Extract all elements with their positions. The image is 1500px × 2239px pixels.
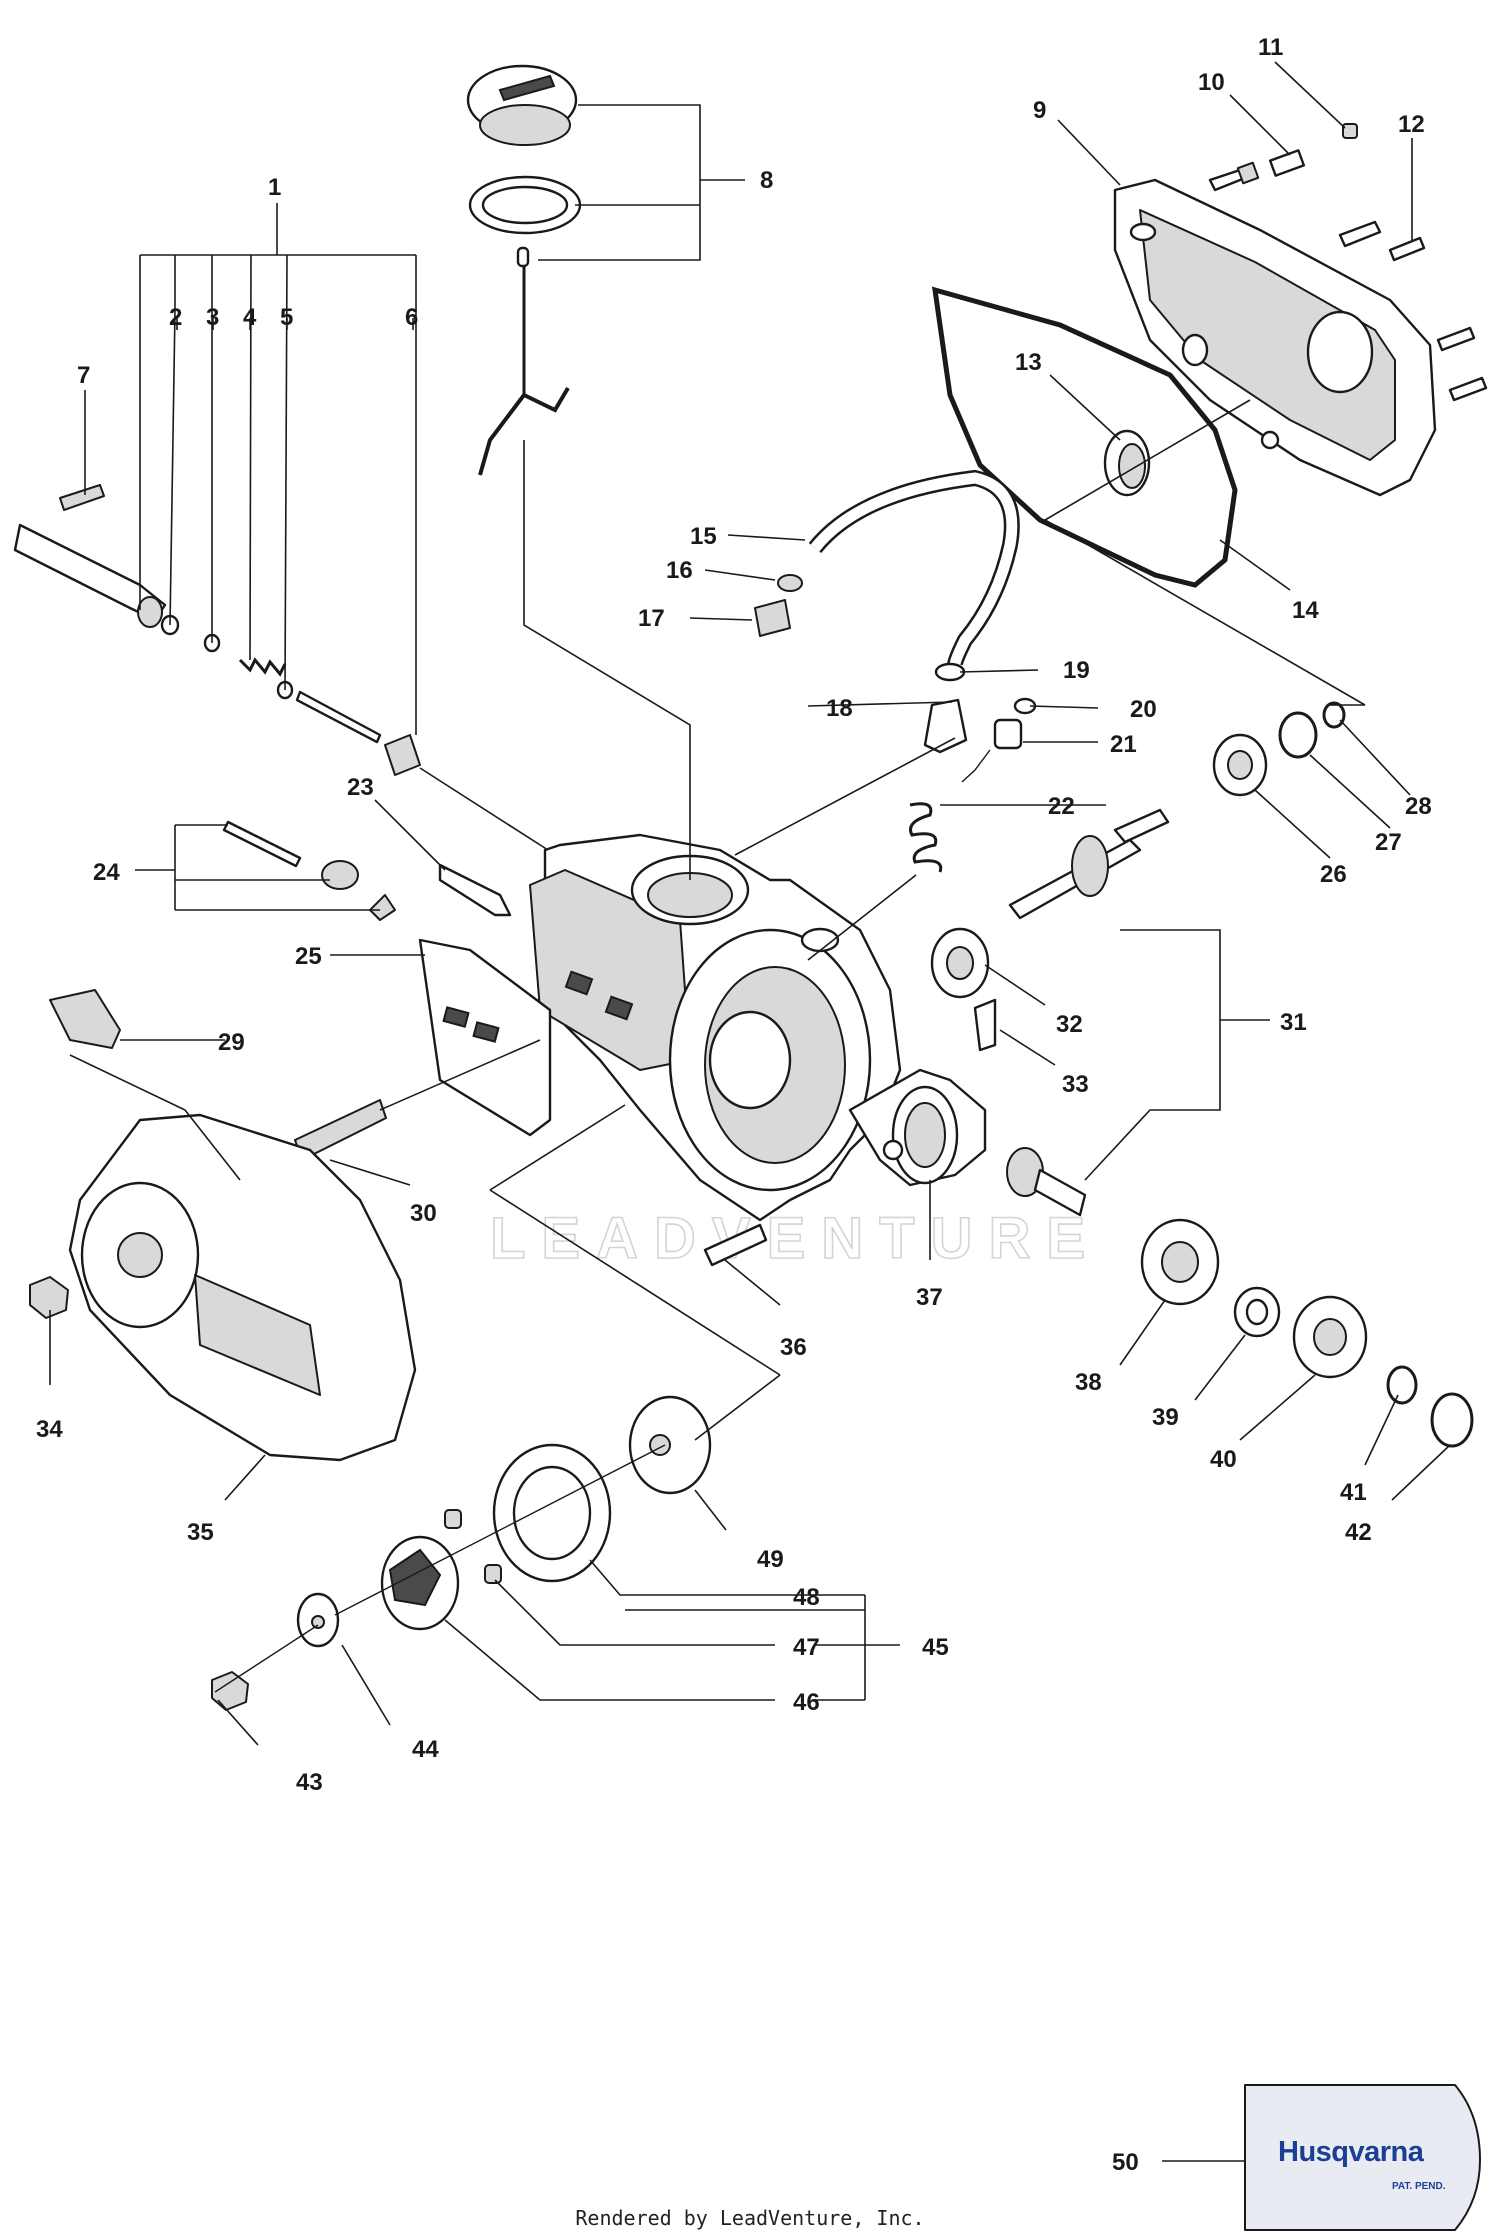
callout-5: 5 <box>280 304 293 331</box>
callout-42: 42 <box>1345 1519 1372 1546</box>
part-drawings <box>13 64 1488 2231</box>
callout-38: 38 <box>1075 1369 1102 1396</box>
drive-shaft <box>930 808 1170 1217</box>
oil-hose <box>754 469 1037 783</box>
callout-23: 23 <box>347 774 374 801</box>
husqvarna-decal: Husqvarna PAT. PEND. <box>1242 2080 1472 2228</box>
callout-14: 14 <box>1292 597 1319 624</box>
belt-guard <box>68 1113 417 1462</box>
oil-cap <box>466 64 582 476</box>
callout-37: 37 <box>916 1284 943 1311</box>
callout-39: 39 <box>1152 1404 1179 1431</box>
gasket <box>931 286 1238 588</box>
callout-27: 27 <box>1375 829 1402 856</box>
blade-guard-clip <box>49 989 121 1049</box>
callout-7: 7 <box>77 362 90 389</box>
callout-44: 44 <box>412 1736 439 1763</box>
nut <box>29 1276 69 1319</box>
callout-8: 8 <box>760 167 773 194</box>
callout-24: 24 <box>93 859 120 886</box>
gear-housing <box>529 833 987 1222</box>
callout-21: 21 <box>1110 731 1137 758</box>
callout-46: 46 <box>793 1689 820 1716</box>
callout-48: 48 <box>793 1584 820 1611</box>
callout-36: 36 <box>780 1334 807 1361</box>
tension-shaft <box>13 484 421 776</box>
spring <box>909 802 943 873</box>
brand-logo: Husqvarna <box>1278 2136 1424 2168</box>
callout-33: 33 <box>1062 1071 1089 1098</box>
callout-32: 32 <box>1056 1011 1083 1038</box>
callout-26: 26 <box>1320 861 1347 888</box>
callout-6: 6 <box>405 304 418 331</box>
patent-pending-note: PAT. PEND. <box>1392 2181 1446 2192</box>
callout-11: 11 <box>1258 34 1283 61</box>
callout-49: 49 <box>757 1546 784 1573</box>
callout-10: 10 <box>1198 69 1225 96</box>
callout-20: 20 <box>1130 696 1157 723</box>
lower-bearings <box>1140 1218 1474 1448</box>
callout-16: 16 <box>666 557 693 584</box>
callout-22: 22 <box>1048 793 1075 820</box>
callout-47: 47 <box>793 1634 820 1661</box>
decal-shape <box>1244 2084 1481 2231</box>
callout-45: 45 <box>922 1634 949 1661</box>
top-bearings <box>1212 701 1346 797</box>
callout-18: 18 <box>826 695 853 722</box>
watermark-text: LEADVENTURE <box>490 1206 1101 1271</box>
leader-lines <box>49 61 1451 2162</box>
tension-parts <box>222 820 552 1137</box>
callout-25: 25 <box>295 943 322 970</box>
callout-43: 43 <box>296 1769 323 1796</box>
callout-35: 35 <box>187 1519 214 1546</box>
callout-4: 4 <box>243 304 257 331</box>
pulley-assembly <box>211 1395 712 1711</box>
callout-31: 31 <box>1280 1009 1307 1036</box>
screw-36 <box>703 1223 768 1267</box>
callout-30: 30 <box>410 1200 437 1227</box>
callout-12: 12 <box>1398 111 1425 138</box>
callout-19: 19 <box>1063 657 1090 684</box>
callout-3: 3 <box>206 304 219 331</box>
cover-screws <box>1208 123 1488 402</box>
callout-15: 15 <box>690 523 717 550</box>
callout-13: 13 <box>1015 349 1042 376</box>
callout-9: 9 <box>1033 97 1046 124</box>
callout-1: 1 <box>268 174 281 201</box>
callout-17: 17 <box>638 605 665 632</box>
callout-28: 28 <box>1405 793 1432 820</box>
callout-40: 40 <box>1210 1446 1237 1473</box>
callout-50: 50 <box>1112 2149 1139 2176</box>
callout-29: 29 <box>218 1029 245 1056</box>
footer-credit: Rendered by LeadVenture, Inc. <box>575 2206 925 2230</box>
callout-34: 34 <box>36 1416 63 1443</box>
callout-2: 2 <box>169 304 182 331</box>
callout-41: 41 <box>1340 1479 1367 1506</box>
right-cover <box>1113 178 1437 497</box>
callout-labels: 1 2 3 4 5 6 7 8 9 10 11 12 13 14 15 16 1… <box>36 34 1432 2176</box>
